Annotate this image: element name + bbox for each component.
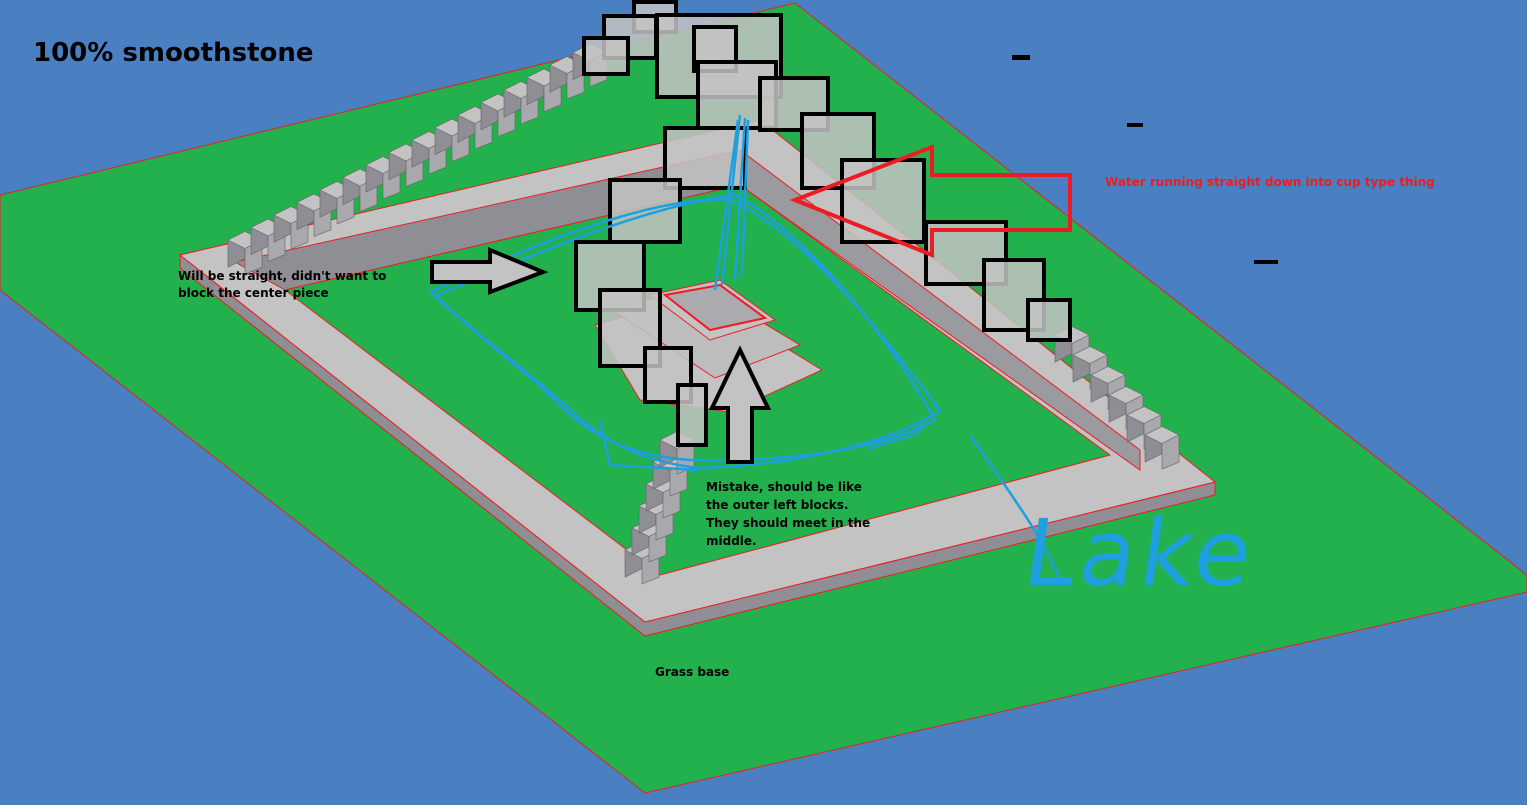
mistake-annotation: Mistake, should be like the outer left b…: [706, 480, 871, 548]
dash-mark: [1254, 260, 1278, 264]
planned-block-outline: [1026, 298, 1072, 342]
lake-annotation: Lake: [1017, 500, 1263, 607]
grass-annotation: Grass base: [655, 665, 730, 679]
arrow-left-icon: [789, 144, 1072, 258]
stair-block: [1161, 434, 1180, 470]
dash-mark: [1127, 123, 1143, 127]
dash-mark: [1012, 55, 1030, 60]
arrow-right-icon: [430, 247, 549, 295]
stair-blocks: [227, 43, 1180, 585]
planned-block-outline: [582, 36, 630, 76]
arrow-up-icon: [708, 345, 772, 464]
planned-block-outline: [840, 158, 926, 244]
water-flow: [429, 114, 1062, 581]
planned-block-outline: [676, 383, 708, 447]
water-annotation: Water running straight down into cup typ…: [1105, 175, 1435, 189]
straight-annotation: Will be straight, didn't want to block t…: [178, 269, 387, 300]
page-title: 100% smoothstone: [33, 38, 314, 68]
planned-block-outline: [758, 76, 830, 132]
pyramid-cup: [662, 283, 768, 332]
